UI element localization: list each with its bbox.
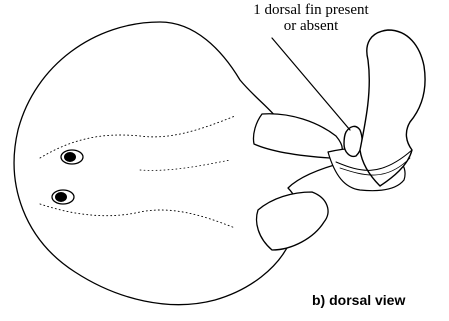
eye-upper (61, 150, 83, 164)
annotation-line-1: 1 dorsal fin present (226, 2, 396, 18)
dorsal-fin (344, 126, 362, 156)
figure-caption: b) dorsal view (312, 292, 405, 308)
dorsal-fin-annotation: 1 dorsal fin present or absent (226, 2, 396, 34)
caudal-fin (360, 30, 425, 186)
eye-lower (52, 190, 74, 204)
disc-outline (14, 22, 345, 305)
annotation-line-2: or absent (226, 18, 396, 34)
